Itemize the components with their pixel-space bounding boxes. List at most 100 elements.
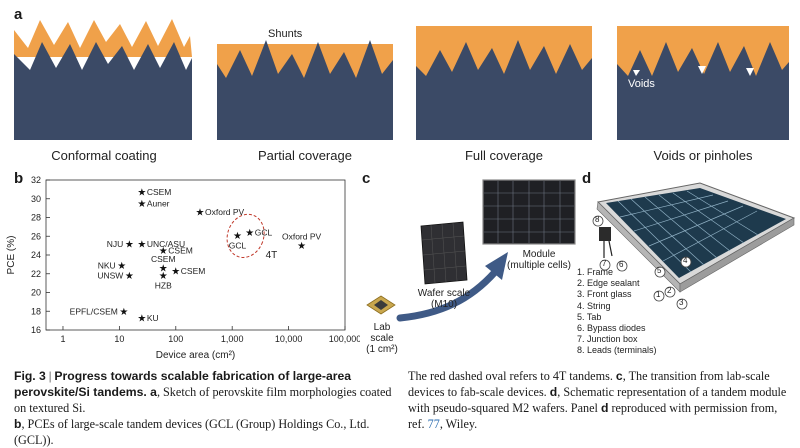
legend-item: 5. Tab	[577, 311, 602, 322]
data-point: ★	[137, 313, 146, 324]
panel-label-d: d	[582, 170, 592, 187]
lab-scale-device	[366, 295, 396, 315]
lab-scale-label: Lab scale (1 cm²)	[362, 322, 402, 355]
callout-2: 2	[667, 286, 672, 295]
data-point: ★	[297, 241, 306, 252]
legend-item: 3. Front glass	[577, 289, 632, 300]
voids-annotation: Voids	[628, 78, 655, 90]
data-point: ★	[137, 239, 146, 250]
y-tick-label: 32	[31, 175, 41, 185]
legend-item: 4. String	[577, 300, 611, 311]
legend-item: 8. Leads (terminals)	[577, 345, 657, 356]
data-label: NJU	[107, 239, 124, 249]
data-label: GCL	[255, 228, 273, 238]
y-tick-label: 30	[31, 194, 41, 204]
reference-link[interactable]: 77	[427, 417, 440, 431]
data-point: ★	[117, 261, 126, 272]
panel-d-legend: 1. Frame 2. Edge sealant 3. Front glass …	[577, 267, 657, 357]
callout-3: 3	[679, 298, 684, 307]
junction-box	[599, 227, 611, 241]
wafer-scale-size: (M10)	[430, 299, 458, 310]
caption-separator: |	[45, 369, 55, 383]
data-label: Auner	[147, 198, 170, 208]
data-label: CSEM	[147, 187, 172, 197]
legend-item: 1. Frame	[577, 267, 614, 277]
shunts-annotation: Shunts	[268, 28, 303, 40]
figure-title: Progress towards scalable fabrication of…	[14, 369, 352, 399]
data-point: ★	[119, 307, 128, 318]
substrate-pyramids	[14, 42, 192, 140]
wafer-scale-title: Wafer scale	[417, 288, 471, 299]
void-mark	[698, 66, 706, 74]
y-tick-label: 24	[31, 250, 41, 260]
callout-8: 8	[595, 215, 600, 224]
data-label: Oxford PV	[282, 232, 322, 242]
y-tick-label: 28	[31, 213, 41, 223]
legend-item: 7. Junction box	[577, 334, 638, 345]
data-point: ★	[159, 246, 168, 257]
figure-caption-right: The red dashed oval refers to 4T tandems…	[408, 368, 790, 432]
caption-key-d-2: d	[600, 401, 609, 415]
y-tick-label: 16	[31, 325, 41, 335]
caption-text-oval: The red dashed oval refers to 4T tandems…	[408, 369, 616, 383]
caption-conformal-coating: Conformal coating	[51, 148, 157, 163]
cell-grid	[617, 190, 759, 273]
caption-text-c: , The transition from lab-scale devices …	[408, 369, 770, 399]
sketch-voids-pinholes	[617, 26, 789, 140]
void-mark	[746, 68, 754, 76]
data-point: ★	[159, 271, 168, 282]
sketch-full-coverage	[416, 26, 592, 140]
data-label: HZB	[155, 281, 172, 291]
caption-key-a: a	[146, 385, 157, 399]
sketch-conformal-coating	[14, 19, 192, 140]
figure-number: Fig. 3	[14, 369, 46, 383]
data-point: ★	[233, 231, 242, 242]
x-tick-label: 1,000	[221, 334, 244, 344]
legend-item: 6. Bypass diodes	[577, 323, 646, 334]
caption-text-b: , PCEs of large-scale tandem devices (GC…	[14, 417, 370, 447]
x-axis-label: Device area (cm²)	[156, 350, 235, 361]
module-label: Module (multiple cells)	[506, 249, 572, 271]
void-mark	[633, 70, 640, 76]
lab-scale-size: (1 cm²)	[366, 344, 398, 355]
x-tick-label: 100	[168, 334, 183, 344]
panel-label-a: a	[14, 6, 23, 23]
x-tick-label: 10	[114, 334, 124, 344]
caption-key-c: c	[615, 369, 623, 383]
panel-label-b: b	[14, 170, 24, 187]
data-point: ★	[159, 264, 168, 275]
data-point: ★	[171, 266, 180, 277]
data-label: GCL	[229, 240, 247, 250]
y-axis-label: PCE (%)	[6, 236, 17, 275]
wafer-scale-cell	[420, 221, 468, 285]
callout-5: 5	[657, 266, 662, 275]
module-panel	[482, 179, 576, 245]
caption-text-a: , Sketch of perovskite film morphologies…	[14, 385, 392, 415]
tandem-4t-oval	[226, 213, 265, 258]
callout-6: 6	[619, 260, 624, 269]
caption-text-d: , Schematic representation of a tandem m…	[408, 385, 787, 415]
wafer-scale-label: Wafer scale (M10)	[414, 288, 474, 310]
data-point: ★	[125, 271, 134, 282]
sketch-partial-coverage	[217, 40, 393, 140]
panel-label-c: c	[362, 170, 371, 187]
data-label: CSEM	[181, 266, 206, 276]
y-tick-label: 26	[31, 231, 41, 241]
caption-key-d: d	[549, 385, 558, 399]
data-label: NKU	[98, 260, 116, 270]
caption-text-end: , Wiley.	[439, 417, 478, 431]
data-label: EPFL/CSEM	[70, 306, 118, 316]
module-title: Module	[522, 249, 556, 260]
caption-full-coverage: Full coverage	[464, 148, 544, 163]
data-label: CSEM	[168, 245, 193, 255]
data-point: ★	[245, 228, 254, 239]
substrate-pyramids	[416, 40, 592, 140]
y-tick-label: 22	[31, 269, 41, 279]
data-label: CSEM	[151, 254, 176, 264]
y-tick-label: 18	[31, 306, 41, 316]
cell-array	[606, 188, 786, 278]
substrate-pyramids	[217, 40, 393, 140]
x-tick-label: 10,000	[275, 334, 303, 344]
x-tick-label: 100,000	[329, 334, 360, 344]
